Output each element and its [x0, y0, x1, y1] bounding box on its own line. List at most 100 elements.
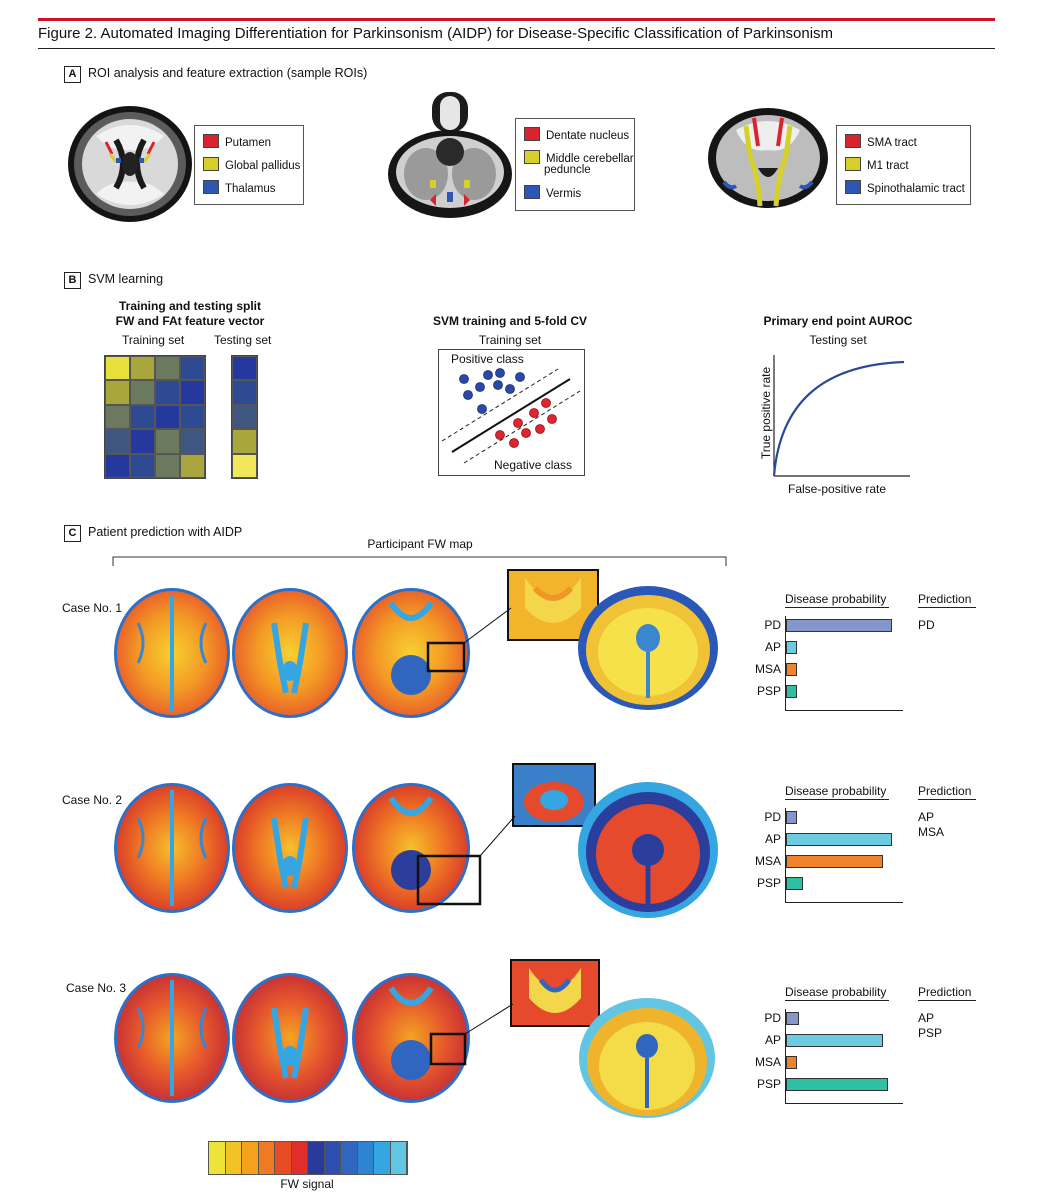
spinothalamic-swatch	[845, 180, 861, 194]
header-rule	[918, 607, 976, 608]
feature-cell	[155, 380, 180, 405]
disease-probability-header: Disease probability	[785, 592, 887, 606]
legend-label: Middle cerebellar	[546, 153, 634, 165]
panel-c-letter: C	[64, 525, 81, 542]
legend-label: Vermis	[546, 188, 582, 200]
header-rule	[785, 799, 889, 800]
prediction-value: AP	[918, 1011, 935, 1025]
dentate-swatch	[524, 127, 540, 141]
bar-category-label: MSA	[754, 1055, 781, 1069]
feature-cell	[130, 453, 155, 478]
testing-feature-vector	[231, 355, 258, 479]
legend-label: Putamen	[225, 137, 272, 149]
bar-category-label: PD	[764, 810, 781, 824]
probability-bar	[786, 619, 892, 632]
legend-label: Global pallidus	[225, 160, 301, 172]
panel-a-letter: A	[64, 66, 81, 83]
prediction-header: Prediction	[918, 985, 972, 999]
roc-title: Primary end point AUROC	[763, 314, 913, 328]
colorbar-swatch	[324, 1142, 341, 1174]
bar-category-label: PD	[764, 1011, 781, 1025]
svm-diagram	[438, 349, 585, 476]
fw-brain-maps	[114, 588, 470, 1103]
fw-axial-slice	[114, 588, 230, 718]
fw-axial-slice	[352, 973, 470, 1103]
probability-bar	[786, 1034, 883, 1047]
feature-cell	[155, 429, 180, 454]
fw-axial-slice	[114, 973, 230, 1103]
probability-bar	[786, 877, 803, 890]
feature-cell	[130, 380, 155, 405]
m1-swatch	[845, 157, 861, 171]
probability-bar	[786, 663, 797, 676]
panel-b-heading: SVM learning	[88, 272, 164, 286]
disease-probability-header: Disease probability	[785, 985, 887, 999]
feature-cell	[180, 380, 205, 405]
chart-y-axis	[785, 1009, 786, 1103]
probability-bar	[786, 855, 883, 868]
peduncle-swatch	[524, 150, 540, 164]
colorbar-swatch	[275, 1142, 292, 1174]
colorbar-swatch	[308, 1142, 325, 1174]
probability-bar	[786, 1056, 797, 1069]
panel-c-heading: Patient prediction with AIDP	[88, 525, 243, 539]
prediction-value: AP	[918, 810, 935, 824]
svm-title: SVM training and 5-fold CV	[432, 314, 587, 328]
training-feature-matrix	[104, 355, 206, 479]
bar-category-label: MSA	[754, 662, 781, 676]
feature-cell	[105, 453, 130, 478]
feature-cell	[105, 356, 130, 381]
feature-cell	[155, 404, 180, 430]
vermis-swatch	[524, 185, 540, 199]
colorbar-swatch	[341, 1142, 358, 1174]
colorbar-swatch	[209, 1142, 226, 1174]
coronal-tract-roi-image	[708, 108, 828, 208]
title-rule	[38, 48, 995, 49]
fw-axial-slice	[352, 783, 470, 913]
roi-legend-3: SMA tract M1 tract Spinothalamic tract	[836, 125, 971, 205]
panel-b-letter: B	[64, 272, 81, 289]
legend-label: Dentate nucleus	[546, 130, 630, 142]
cerebellum-roi-image	[388, 92, 512, 218]
feature-cell	[232, 404, 257, 430]
chart-y-axis	[785, 616, 786, 710]
legend-label: Thalamus	[225, 183, 276, 195]
probability-bar	[786, 811, 797, 824]
chart-x-axis	[785, 902, 903, 903]
probability-bar	[786, 1012, 799, 1025]
probability-bar	[786, 685, 797, 698]
chart-x-axis	[785, 710, 903, 711]
training-set-label: Training set	[122, 333, 185, 347]
sma-swatch	[845, 134, 861, 148]
colorbar-swatch	[291, 1142, 308, 1174]
zoom-connectors	[416, 607, 516, 1066]
prediction-header: Prediction	[918, 592, 972, 606]
feature-cell	[105, 404, 130, 430]
header-rule	[785, 1000, 889, 1001]
feature-cell	[105, 380, 130, 405]
prediction-header: Prediction	[918, 784, 972, 798]
bar-category-label: PSP	[756, 1077, 781, 1091]
bar-category-label: PD	[764, 618, 781, 632]
fw-map-bracket	[112, 556, 727, 566]
split-title-1: Training and testing split	[118, 299, 261, 313]
case-1-label: Case No. 1	[62, 601, 123, 615]
roc-xlabel: False-positive rate	[788, 482, 887, 496]
roc-subtitle: Testing set	[809, 333, 867, 347]
feature-cell	[105, 429, 130, 454]
fw-axial-slice	[232, 783, 348, 913]
pallidus-swatch	[203, 157, 219, 171]
split-title-2: FW and FAt feature vector	[115, 314, 265, 328]
colorbar-label: FW signal	[280, 1177, 334, 1191]
feature-cell	[232, 453, 257, 478]
feature-cell	[155, 356, 180, 381]
fw-axial-slice	[352, 588, 470, 718]
legend-label-cont: peduncle	[544, 164, 591, 176]
feature-cell	[130, 356, 155, 381]
probability-bar	[786, 833, 892, 846]
chart-x-axis	[785, 1103, 903, 1104]
legend-label: SMA tract	[867, 137, 917, 149]
putamen-swatch	[203, 134, 219, 148]
bar-category-label: MSA	[754, 854, 781, 868]
negative-class-label: Negative class	[494, 458, 573, 472]
